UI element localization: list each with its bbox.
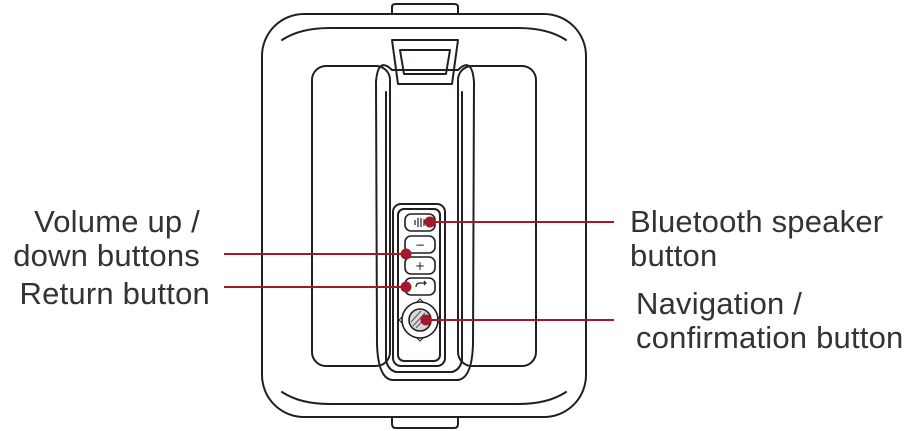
nav-down-arrow-icon	[416, 337, 424, 342]
navigation-confirmation-button	[398, 298, 442, 342]
bottom-foot	[391, 416, 459, 429]
strap	[375, 64, 475, 381]
bluetooth-callout-line1: Bluetooth speaker	[630, 204, 884, 239]
navigation-callout-line2: confirmation button	[636, 320, 904, 355]
button-panel	[392, 203, 446, 367]
volume-leader-dot	[400, 248, 412, 260]
right-panel	[457, 65, 537, 367]
bluetooth-leader-dot	[424, 216, 436, 228]
volume-callout: Volume up / down buttons	[13, 205, 200, 273]
nav-left-arrow-icon	[398, 316, 403, 324]
top-foot	[391, 3, 459, 15]
bluetooth-callout-line2: button	[630, 238, 718, 273]
speaker-body	[261, 13, 587, 418]
volume-callout-line1: Volume up /	[34, 204, 200, 239]
body-bottom-edge	[281, 391, 567, 405]
left-panel	[311, 65, 391, 367]
volume-up-glyph: +	[415, 259, 425, 273]
navigation-callout: Navigation / confirmation button	[636, 287, 903, 355]
body-top-edge	[281, 27, 567, 41]
volume-down-button	[404, 235, 436, 254]
button-panel-inner	[397, 208, 441, 362]
navigation-leader-dot	[420, 314, 432, 326]
handle-clip-inner	[399, 49, 451, 75]
volume-down-glyph: −	[415, 238, 425, 252]
return-callout-line1: Return button	[19, 276, 210, 311]
nav-up-arrow-icon	[416, 298, 424, 303]
volume-up-button	[404, 256, 436, 275]
navigation-callout-line1: Navigation /	[636, 286, 803, 321]
return-icon	[415, 280, 427, 288]
volume-callout-line2: down buttons	[13, 238, 200, 273]
bluetooth-speaker-icon	[414, 218, 425, 227]
handle-clip	[391, 39, 459, 85]
return-callout: Return button	[20, 277, 210, 311]
return-leader-dot	[400, 281, 412, 293]
bluetooth-callout: Bluetooth speaker button	[630, 205, 883, 273]
strap-inner	[385, 91, 463, 373]
